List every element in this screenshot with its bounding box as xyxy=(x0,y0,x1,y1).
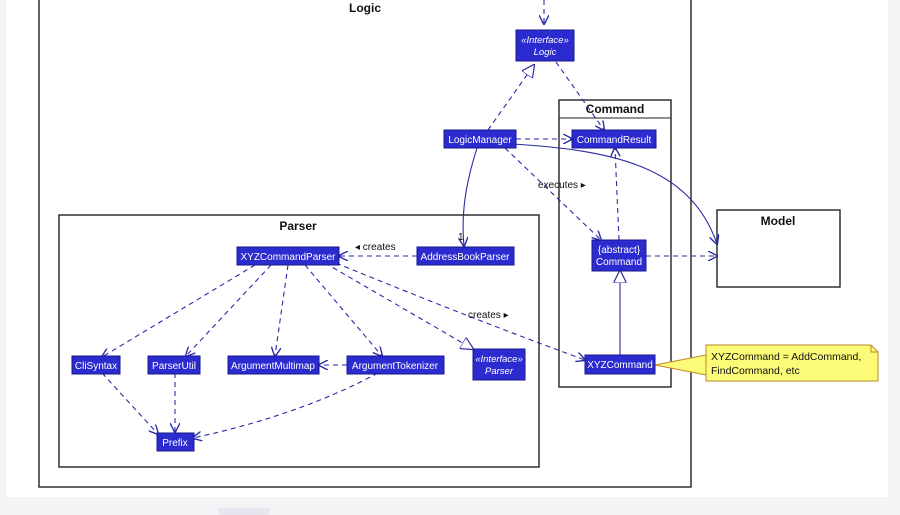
class-prefix-box[interactable] xyxy=(156,432,195,452)
class-abstract-command-name: Command xyxy=(596,257,642,268)
class-logic-interface-box[interactable] xyxy=(515,29,575,62)
edge-logicmanager-to-model xyxy=(511,143,717,244)
class-xyzcommand-box[interactable] xyxy=(584,354,656,375)
edge-xyzcommandparser-realizes-parser xyxy=(324,262,473,349)
edge-parser-to-argumenttokenizer xyxy=(304,264,382,356)
class-abstract-command[interactable]: {abstract} Command xyxy=(591,239,647,272)
class-clisyntax[interactable]: CliSyntax xyxy=(71,355,121,375)
class-prefix[interactable]: Prefix xyxy=(156,432,195,452)
class-addressbookparser[interactable]: AddressBookParser xyxy=(416,246,515,266)
note-xyzcommand: XYZCommand = AddCommand, FindCommand, et… xyxy=(705,344,879,382)
package-logic-title: Logic xyxy=(349,1,381,15)
class-parser-stereotype: «Interface» xyxy=(475,354,523,365)
class-logicmanager-name: LogicManager xyxy=(448,135,512,146)
package-command-title: Command xyxy=(586,102,645,116)
class-argumentmultimap[interactable]: ArgumentMultimap xyxy=(227,355,320,375)
class-logicmanager[interactable]: LogicManager xyxy=(443,129,517,149)
class-clisyntax-box[interactable] xyxy=(71,355,121,375)
package-model: Model xyxy=(716,209,841,288)
class-commandresult-name: CommandResult xyxy=(577,135,652,146)
class-addressbookparser-name: AddressBookParser xyxy=(421,252,511,263)
class-clisyntax-name: CliSyntax xyxy=(75,361,117,372)
edge-parser-to-clisyntax xyxy=(102,264,256,357)
label-creates-command: creates ▸ xyxy=(468,310,509,321)
package-model-title: Model xyxy=(761,214,796,228)
class-xyzcommand-name: XYZCommand xyxy=(587,360,653,371)
edge-logicmanager-executes-command xyxy=(504,147,601,240)
class-parserutil[interactable]: ParserUtil xyxy=(147,355,201,375)
class-parserutil-name: ParserUtil xyxy=(152,361,196,372)
class-xyzcommand[interactable]: XYZCommand xyxy=(584,354,656,375)
class-parser-interface[interactable]: «Interface» Parser xyxy=(472,348,526,381)
class-argumenttokenizer-name: ArgumentTokenizer xyxy=(352,361,439,372)
class-argumenttokenizer-box[interactable] xyxy=(346,355,445,375)
class-argumenttokenizer[interactable]: ArgumentTokenizer xyxy=(346,355,445,375)
edge-parser-to-parserutil xyxy=(186,264,272,356)
note-line-2: FindCommand, etc xyxy=(711,365,800,377)
edge-logic-to-commandresult xyxy=(555,61,604,130)
note-box xyxy=(705,344,879,382)
edge-command-to-commandresult xyxy=(615,148,619,241)
edge-clisyntax-to-prefix xyxy=(101,372,158,434)
class-commandresult[interactable]: CommandResult xyxy=(571,129,657,149)
class-parser-interface-box[interactable] xyxy=(472,348,526,381)
edges xyxy=(102,0,717,438)
horizontal-scrollbar-thumb[interactable] xyxy=(218,508,270,515)
edge-logicmanager-to-addressbookparser xyxy=(463,147,478,246)
class-logicmanager-box[interactable] xyxy=(443,129,517,149)
class-abstract-command-stereotype: {abstract} xyxy=(598,245,641,256)
label-multiplicity: 1 xyxy=(458,232,464,243)
edge-xyzcommandparser-creates-xyzcommand xyxy=(335,262,585,360)
class-addressbookparser-box[interactable] xyxy=(416,246,515,266)
class-logic-name: Logic xyxy=(534,47,557,58)
class-xyzcommandparser-name: XYZCommandParser xyxy=(240,252,336,263)
class-parserutil-box[interactable] xyxy=(147,355,201,375)
note-line-1: XYZCommand = AddCommand, xyxy=(711,351,861,363)
class-argumentmultimap-box[interactable] xyxy=(227,355,320,375)
package-model-frame xyxy=(716,209,841,288)
class-xyzcommandparser[interactable]: XYZCommandParser xyxy=(236,246,340,266)
class-prefix-name: Prefix xyxy=(162,438,188,449)
label-executes: executes ▸ xyxy=(538,180,586,191)
edge-tokenizer-to-prefix xyxy=(193,372,379,438)
class-logic-stereotype: «Interface» xyxy=(521,35,569,46)
class-argumentmultimap-name: ArgumentMultimap xyxy=(231,361,315,372)
class-parser-name: Parser xyxy=(485,366,514,377)
class-abstract-command-box[interactable] xyxy=(591,239,647,272)
edge-logicmanager-realizes-logic xyxy=(487,65,534,131)
label-creates-parser: ◂ creates xyxy=(355,242,396,253)
package-parser-title: Parser xyxy=(279,219,317,233)
note-fold xyxy=(870,345,878,353)
class-xyzcommandparser-box[interactable] xyxy=(236,246,340,266)
edge-parser-to-argumentmultimap xyxy=(275,264,289,356)
class-commandresult-box[interactable] xyxy=(571,129,657,149)
class-logic-interface[interactable]: «Interface» Logic xyxy=(515,29,575,62)
